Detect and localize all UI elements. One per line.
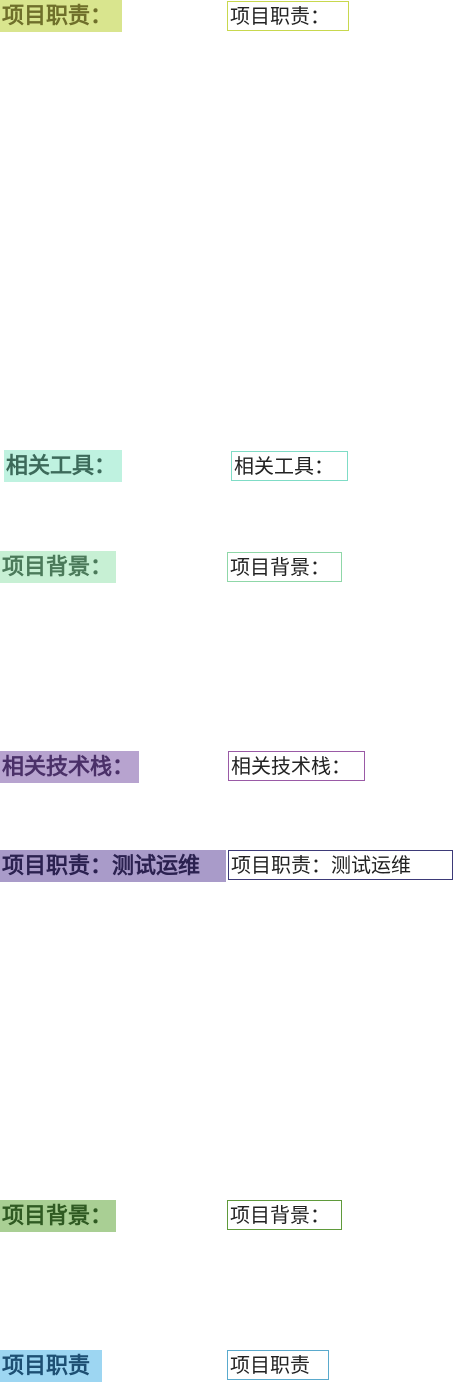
field-label-responsibilities-testing-ops: 项目职责：测试运维 bbox=[0, 850, 226, 882]
field-label-related-tech-stack: 相关技术栈： bbox=[0, 751, 139, 783]
field-label-project-background-2: 项目背景： bbox=[0, 1200, 116, 1232]
field-value-project-responsibilities[interactable]: 项目职责： bbox=[227, 1, 349, 31]
field-value-related-tools[interactable]: 相关工具： bbox=[231, 451, 348, 481]
field-label-project-responsibilities-2: 项目职责 bbox=[0, 1350, 102, 1382]
field-value-related-tech-stack[interactable]: 相关技术栈： bbox=[228, 751, 365, 781]
field-value-project-background-2[interactable]: 项目背景： bbox=[227, 1200, 342, 1230]
field-value-project-background[interactable]: 项目背景： bbox=[227, 552, 342, 582]
field-value-project-responsibilities-2[interactable]: 项目职责 bbox=[227, 1350, 329, 1380]
field-label-project-background: 项目背景： bbox=[0, 551, 116, 583]
field-value-responsibilities-testing-ops[interactable]: 项目职责：测试运维 bbox=[228, 850, 453, 880]
field-label-related-tools: 相关工具： bbox=[4, 450, 122, 482]
field-label-project-responsibilities: 项目职责： bbox=[0, 0, 122, 32]
